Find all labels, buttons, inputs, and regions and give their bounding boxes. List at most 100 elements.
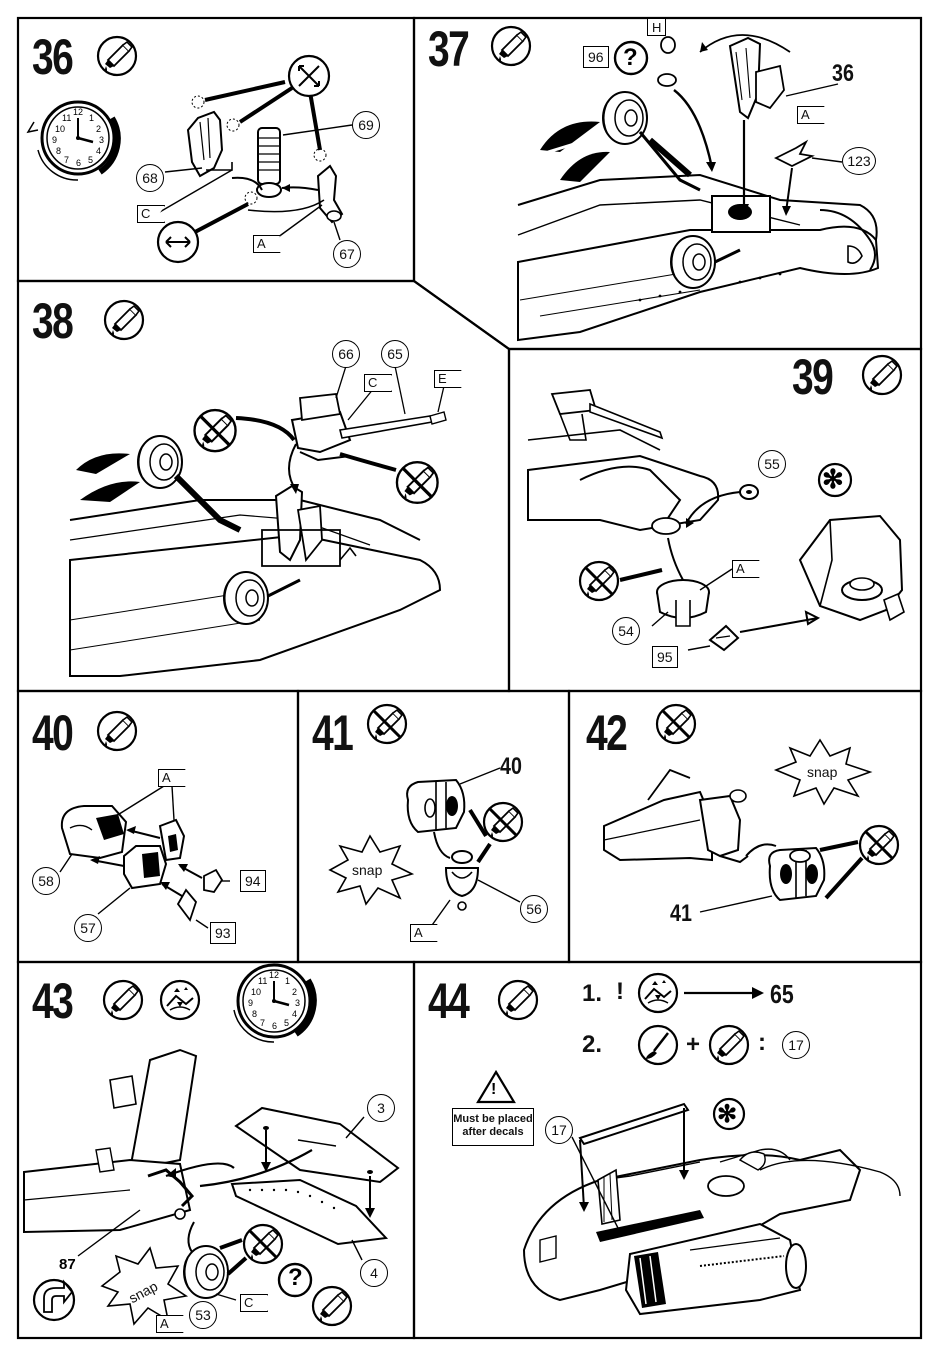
step-number-36: 36 (32, 32, 72, 82)
part-number-123: 123 (842, 147, 876, 175)
step-number-40: 40 (32, 708, 72, 758)
step-42-drawing (604, 705, 898, 912)
part-number-56: 56 (520, 895, 548, 923)
no-glue-icon (484, 803, 522, 841)
clock-number: 10 (55, 124, 65, 134)
part-number-58: 58 (32, 867, 60, 895)
part-number-68: 68 (136, 164, 164, 192)
step-37-drawing (492, 27, 878, 340)
warning-icon: ! (491, 1081, 496, 1099)
part-ref-36: 36 (832, 62, 854, 86)
clock-number: 5 (284, 1018, 289, 1028)
glue-tube-icon (104, 981, 142, 1019)
step-number-37: 37 (428, 24, 468, 74)
part-number-65: 65 (381, 340, 409, 368)
part-ref-65: 65 (770, 981, 794, 1007)
warning-line-1: Must be placed (453, 1113, 533, 1126)
no-glue-icon (397, 462, 438, 503)
clock-number: 12 (73, 107, 83, 117)
wheel (671, 236, 715, 288)
no-glue-icon (368, 705, 406, 743)
no-glue-icon (244, 1225, 282, 1263)
no-glue-icon (195, 410, 236, 451)
warning-line-2: after decals (453, 1126, 533, 1139)
part-number-94: 94 (240, 870, 266, 892)
clock-number: 8 (56, 146, 61, 156)
clock-number: 10 (251, 987, 261, 997)
clock-number: 1 (285, 976, 290, 986)
clock-number: 11 (62, 113, 71, 123)
clock-number: 4 (96, 146, 101, 156)
step-43-drawing (24, 965, 398, 1325)
wheel (184, 1246, 228, 1298)
clock-number: 4 (292, 1009, 297, 1019)
clock-number: 12 (269, 970, 279, 980)
clock-number: 9 (52, 135, 57, 145)
no-glue-icon (657, 705, 695, 743)
question-mark: ? (288, 1264, 303, 1292)
clock-number: 7 (64, 155, 69, 165)
part-number-67: 67 (333, 240, 361, 268)
part-number-95: 95 (652, 646, 678, 668)
clock-number: 11 (258, 976, 267, 986)
clock-number: 6 (76, 158, 81, 168)
clock-number: 3 (295, 998, 300, 1008)
asterisk-icon: ✻ (822, 464, 844, 495)
glue-tube-icon (98, 712, 136, 750)
step-number-41: 41 (312, 708, 352, 758)
step-44-item-1: 1. (582, 982, 602, 1006)
wheel (603, 92, 647, 144)
no-glue-icon (860, 826, 898, 864)
step-36-drawing (28, 37, 352, 262)
part-ref-41: 41 (670, 902, 692, 926)
paint-icon (161, 981, 199, 1019)
glue-tube-icon (863, 356, 901, 394)
paint-icon (639, 974, 677, 1012)
step-number-39: 39 (792, 352, 832, 402)
clock-number: 6 (272, 1021, 277, 1031)
part-number-66: 66 (332, 340, 360, 368)
part-ref-40: 40 (500, 755, 522, 779)
snap-label: snap (352, 862, 382, 878)
part-number-3: 3 (367, 1094, 395, 1122)
part-number-17: 17 (782, 1031, 810, 1059)
exclamation-mark: ! (616, 980, 624, 1004)
clock-number: 2 (292, 987, 297, 997)
step-41-drawing (330, 705, 522, 928)
step-39-drawing (528, 356, 904, 650)
step-44-drawing (478, 974, 900, 1314)
snap-label: snap (807, 764, 837, 780)
clock-number: 3 (99, 135, 104, 145)
no-glue-icon (580, 562, 618, 600)
asterisk-icon: ✻ (717, 1100, 737, 1129)
brush-icon (639, 1026, 677, 1064)
step-44-item-2: 2. (582, 1033, 602, 1057)
part-number-96: 96 (583, 46, 609, 68)
part-number-69: 69 (352, 111, 380, 139)
wheel (138, 436, 182, 488)
step-40-drawing (60, 712, 230, 928)
clock-number: 8 (252, 1009, 257, 1019)
step-number-44: 44 (428, 976, 468, 1026)
glue-tube-icon (105, 301, 143, 339)
step-number-43: 43 (32, 976, 72, 1026)
part-number-54: 54 (612, 617, 640, 645)
part-number-53: 53 (189, 1301, 217, 1329)
step-number-42: 42 (586, 708, 626, 758)
step-number-38: 38 (32, 296, 72, 346)
question-mark: ? (623, 44, 638, 72)
plus-sign: + (686, 1033, 700, 1057)
part-number-17: 17 (545, 1116, 573, 1144)
clock-number: 1 (89, 113, 94, 123)
clock-number: 2 (96, 124, 101, 134)
part-number-57: 57 (74, 914, 102, 942)
sprue-letter-h: H (647, 18, 666, 36)
part-ref-87: 87 (59, 1256, 76, 1273)
part-number-55: 55 (758, 450, 786, 478)
glue-tube-icon (313, 1287, 351, 1325)
warning-box: Must be placed after decals (452, 1108, 534, 1146)
clock-number: 7 (260, 1018, 265, 1028)
wheel (224, 572, 268, 624)
clock-number: 9 (248, 998, 253, 1008)
glue-tube-icon (98, 37, 136, 75)
